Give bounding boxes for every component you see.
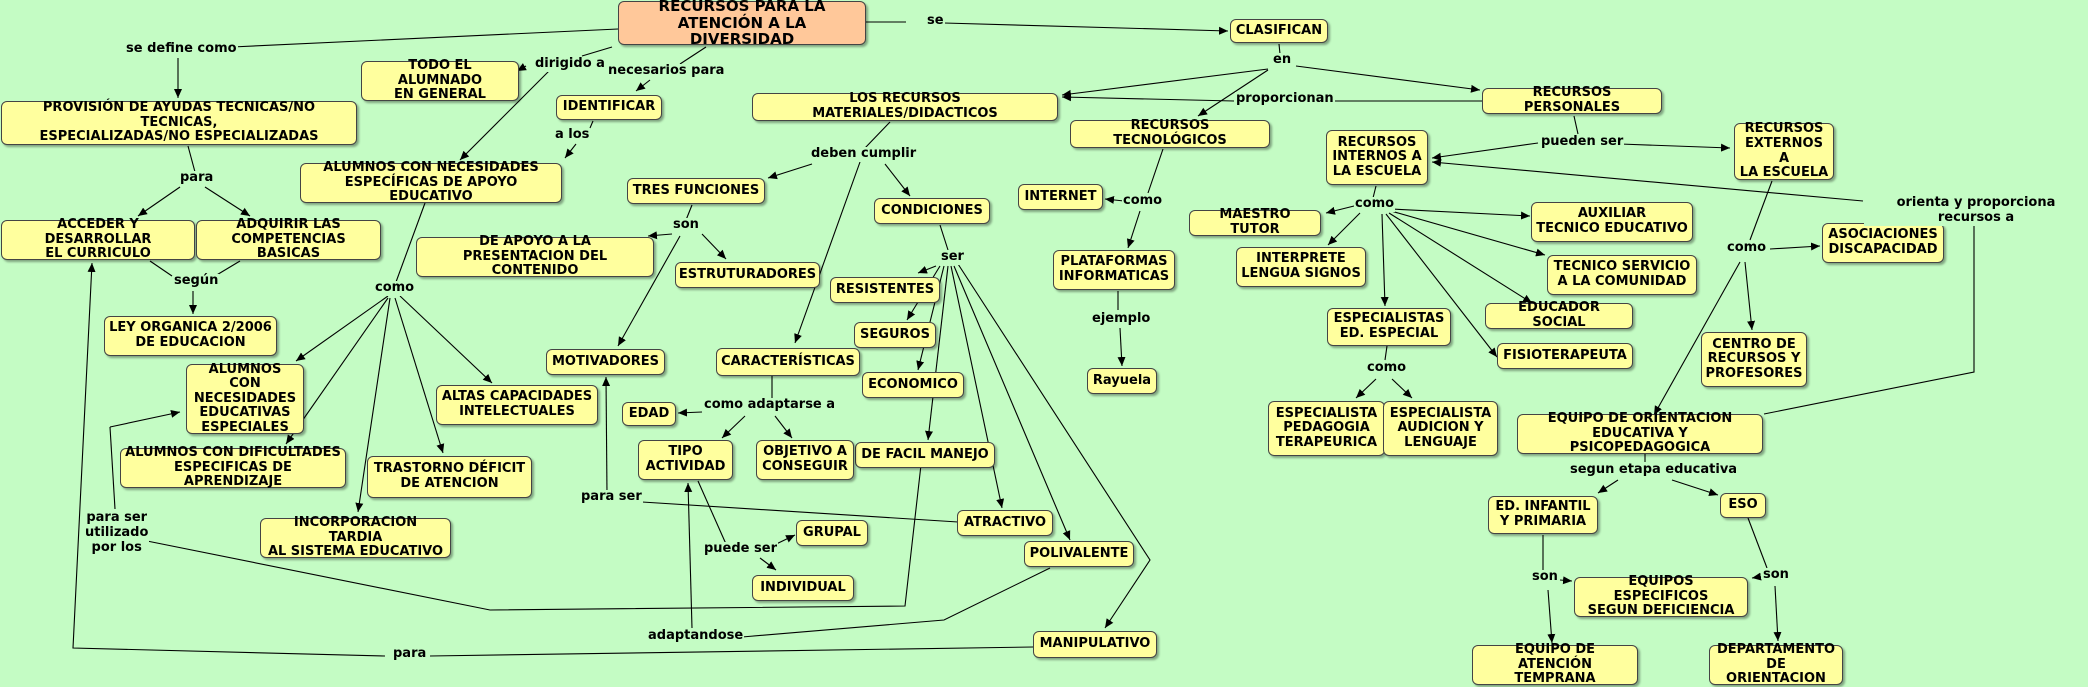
concept-manipulativo[interactable]: MANIPULATIVO <box>1033 631 1157 658</box>
concept-departamento[interactable]: DEPARTAMENTO DE ORIENTACION <box>1709 642 1843 686</box>
concept-especialistas-ee[interactable]: ESPECIALISTAS ED. ESPECIAL <box>1327 308 1451 346</box>
concept-externos[interactable]: RECURSOS EXTERNOS A LA ESCUELA <box>1734 122 1834 180</box>
link-son-infantil: son <box>1531 569 1559 585</box>
concept-maestro-tutor[interactable]: MAESTRO TUTOR <box>1189 208 1321 237</box>
concept-polivalente[interactable]: POLIVALENTE <box>1024 541 1134 567</box>
concept-especificos[interactable]: EQUIPOS ESPECIFICOS SEGUN DEFICIENCIA <box>1574 574 1748 618</box>
concept-root[interactable]: RECURSOS PARA LA ATENCIÓN A LA DIVERSIDA… <box>618 0 866 48</box>
concept-adquirir[interactable]: ADQUIRIR LAS COMPETENCIAS BASICAS <box>196 217 381 261</box>
concept-educador[interactable]: EDUCADOR SOCIAL <box>1485 301 1633 330</box>
concept-caracteristicas[interactable]: CARACTERÍSTICAS <box>716 348 860 376</box>
link-para-ser: para ser <box>580 489 643 505</box>
link-para: para <box>179 170 215 186</box>
concept-internos[interactable]: RECURSOS INTERNOS A LA ESCUELA <box>1326 130 1428 185</box>
concept-materiales[interactable]: LOS RECURSOS MATERIALES/DIDACTICOS <box>752 92 1058 121</box>
concept-acneae[interactable]: ALUMNOS CON NECESIDADES ESPECÍFICAS DE A… <box>300 160 562 204</box>
link-segun-etapa: segun etapa educativa <box>1569 462 1739 478</box>
link-se: se <box>926 13 945 29</box>
concept-incorporacion[interactable]: INCORPORACION TARDIA AL SISTEMA EDUCATIV… <box>260 515 451 559</box>
concept-facil-manejo[interactable]: DE FACIL MANEJO <box>855 442 995 468</box>
link-en: en <box>1272 52 1293 68</box>
concept-atractivo[interactable]: ATRACTIVO <box>957 510 1053 536</box>
link-proporcionan: proporcionan <box>1235 91 1335 107</box>
concept-motivadores[interactable]: MOTIVADORES <box>546 349 665 375</box>
link-como-internos: como <box>1354 196 1396 212</box>
link-orienta: orienta y proporciona recursos a <box>1864 195 2088 226</box>
concept-interprete[interactable]: INTERPRETE LENGUA SIGNOS <box>1236 247 1366 287</box>
concept-cpr[interactable]: CENTRO DE RECURSOS Y PROFESORES <box>1701 332 1807 387</box>
link-son-eso: son <box>1762 567 1790 583</box>
concept-identificar[interactable]: IDENTIFICAR <box>556 95 662 120</box>
concept-tres-funciones[interactable]: TRES FUNCIONES <box>627 178 765 204</box>
link-como-externos: como <box>1726 240 1768 256</box>
concept-individual[interactable]: INDIVIDUAL <box>752 575 854 601</box>
link-como-adaptarse: como adaptarse a <box>703 397 837 413</box>
concept-eoep[interactable]: EQUIPO DE ORIENTACION EDUCATIVA Y PSICOP… <box>1517 411 1763 455</box>
concept-eso[interactable]: ESO <box>1720 493 1766 518</box>
concept-tsc[interactable]: TECNICO SERVICIO A LA COMUNIDAD <box>1547 255 1697 295</box>
concept-pt[interactable]: ESPECIALISTA PEDAGOGIA TERAPEURICA <box>1268 401 1385 456</box>
concept-grupal[interactable]: GRUPAL <box>796 520 868 546</box>
link-son-funciones: son <box>672 217 700 233</box>
concept-auxiliar[interactable]: AUXILIAR TECNICO EDUCATIVO <box>1531 202 1693 242</box>
link-a-los: a los <box>554 127 591 143</box>
link-deben-cumplir: deben cumplir <box>810 146 918 162</box>
link-pueden-ser: pueden ser <box>1540 134 1625 150</box>
link-para-ser-utilizado: para ser utilizado por los <box>84 510 150 556</box>
concept-edad[interactable]: EDAD <box>622 402 676 426</box>
concept-plataformas[interactable]: PLATAFORMAS INFORMATICAS <box>1053 250 1175 290</box>
concept-economico[interactable]: ECONOMICO <box>862 372 964 398</box>
link-como-alumnos: como <box>374 280 416 296</box>
concept-seguros[interactable]: SEGUROS <box>854 322 936 348</box>
concept-rayuela[interactable]: Rayuela <box>1087 368 1157 394</box>
concept-todo-alumnado[interactable]: TODO EL ALUMNADO EN GENERAL <box>361 58 519 102</box>
link-puede-ser: puede ser <box>703 541 778 557</box>
concept-dificultades[interactable]: ALUMNOS CON DIFICULTADES ESPECIFICAS DE … <box>120 445 346 489</box>
concept-resistentes[interactable]: RESISTENTES <box>830 277 940 303</box>
link-como-especialistas: como <box>1366 360 1408 376</box>
concept-tecnologicos[interactable]: RECURSOS TECNOLÓGICOS <box>1070 119 1270 148</box>
concept-estructuradores[interactable]: ESTRUTURADORES <box>675 262 820 288</box>
concept-al[interactable]: ESPECIALISTA AUDICION Y LENGUAJE <box>1383 401 1498 456</box>
concept-ace[interactable]: ALUMNOS CON NECESIDADES EDUCATIVAS ESPEC… <box>186 362 304 435</box>
concept-atencion-temprana[interactable]: EQUIPO DE ATENCIÓN TEMPRANA <box>1472 642 1638 686</box>
link-como-tecnologicos: como <box>1122 193 1164 209</box>
concept-apoyo-presentacion[interactable]: DE APOYO A LA PRESENTACION DEL CONTENIDO <box>416 234 654 278</box>
link-segun: según <box>173 273 220 289</box>
link-ejemplo: ejemplo <box>1091 311 1152 327</box>
link-dirigido-a: dirigido a <box>534 56 606 72</box>
link-ser: ser <box>940 249 965 265</box>
concept-asociaciones[interactable]: ASOCIACIONES DISCAPACIDAD <box>1822 223 1944 263</box>
concept-personales[interactable]: RECURSOS PERSONALES <box>1482 86 1662 115</box>
concept-acceder[interactable]: ACCEDER Y DESARROLLAR EL CURRICULO <box>1 217 195 261</box>
concept-internet[interactable]: INTERNET <box>1018 184 1103 210</box>
concept-fisio[interactable]: FISIOTERAPEUTA <box>1497 343 1633 369</box>
concept-clasifican[interactable]: CLASIFICAN <box>1230 19 1328 43</box>
concept-condiciones[interactable]: CONDICIONES <box>874 198 990 224</box>
link-para-bottom: para <box>392 646 428 662</box>
concept-objetivo[interactable]: OBJETIVO A CONSEGUIR <box>756 440 854 480</box>
concept-provision[interactable]: PROVISIÓN DE AYUDAS TECNICAS/NO TECNICAS… <box>1 100 357 145</box>
concept-ley[interactable]: LEY ORGANICA 2/2006 DE EDUCACION <box>104 316 277 356</box>
link-se-define-como: se define como <box>125 41 238 57</box>
concept-tipo-actividad[interactable]: TIPO ACTIVIDAD <box>638 440 733 480</box>
link-adaptandose: adaptandose <box>647 628 745 644</box>
concept-altas[interactable]: ALTAS CAPACIDADES INTELECTUALES <box>436 385 598 425</box>
link-necesarios-para: necesarios para <box>607 63 726 79</box>
concept-infantil[interactable]: ED. INFANTIL Y PRIMARIA <box>1488 496 1598 534</box>
concept-tdah[interactable]: TRASTORNO DÉFICIT DE ATENCION <box>367 456 532 498</box>
